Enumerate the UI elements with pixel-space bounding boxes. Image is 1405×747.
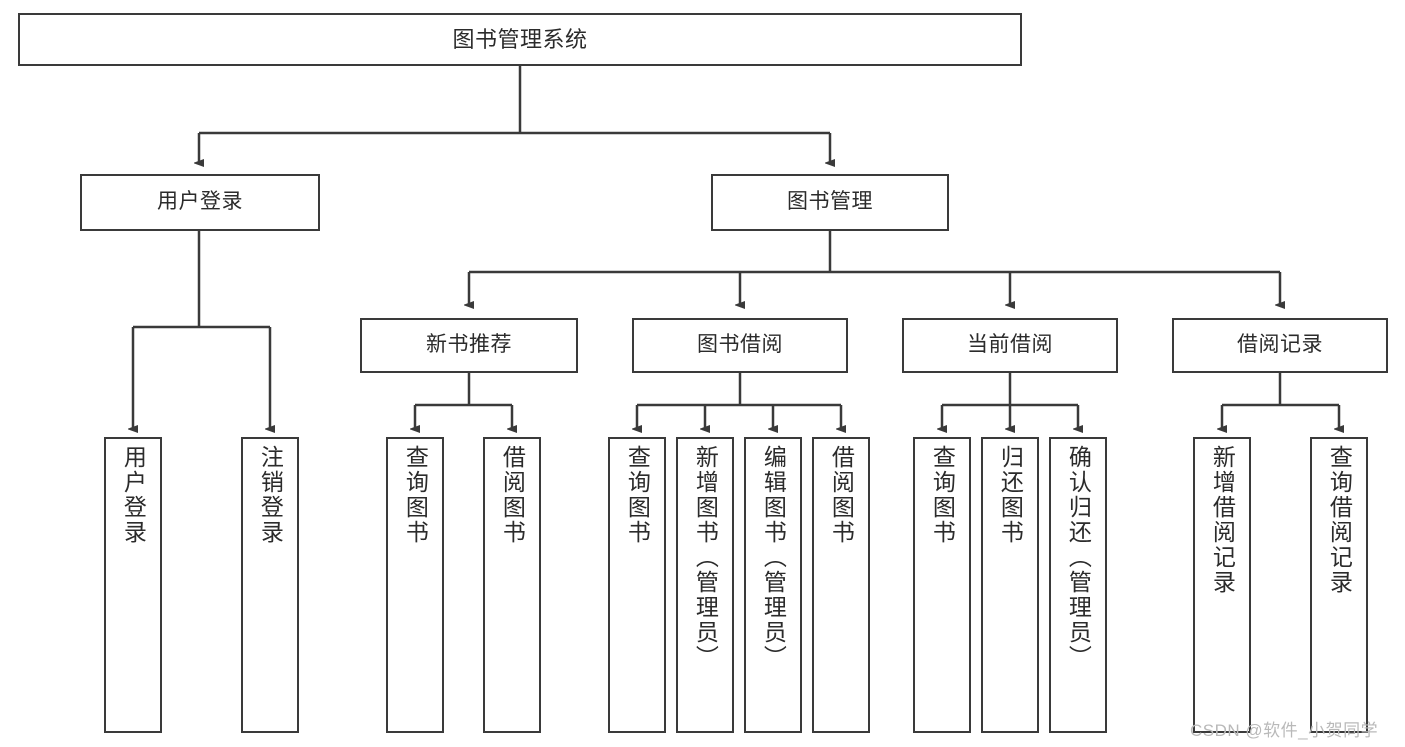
node-leaf-add-record[interactable]: 新增借阅记录 <box>1193 437 1251 733</box>
node-leaf-user-logout-label: 注销登录 <box>257 445 284 545</box>
node-leaf-query-record-label: 查询借阅记录 <box>1326 445 1353 595</box>
node-current-borrow-label: 当前借阅 <box>967 333 1053 357</box>
node-leaf-borrow-book-1[interactable]: 借阅图书 <box>483 437 541 733</box>
node-leaf-borrow-book-2[interactable]: 借阅图书 <box>812 437 870 733</box>
csdn-watermark: CSDN @软件_小贺同学 <box>1190 721 1379 740</box>
node-leaf-borrow-book-2-label: 借阅图书 <box>828 445 855 545</box>
node-leaf-edit-book-label: 编辑图书（管理员） <box>760 445 787 670</box>
node-book-borrow-label: 图书借阅 <box>697 333 783 357</box>
node-leaf-user-login[interactable]: 用户登录 <box>104 437 162 733</box>
node-leaf-query-record[interactable]: 查询借阅记录 <box>1310 437 1368 733</box>
node-leaf-return-book[interactable]: 归还图书 <box>981 437 1039 733</box>
node-borrow-record[interactable]: 借阅记录 <box>1172 318 1388 373</box>
node-leaf-return-book-label: 归还图书 <box>997 445 1024 545</box>
node-leaf-query-book-1-label: 查询图书 <box>402 445 429 545</box>
node-new-book-recommend-label: 新书推荐 <box>426 333 512 357</box>
node-leaf-add-book-label: 新增图书（管理员） <box>692 445 719 670</box>
node-leaf-query-book-2[interactable]: 查询图书 <box>608 437 666 733</box>
node-leaf-query-book-1[interactable]: 查询图书 <box>386 437 444 733</box>
node-leaf-add-book[interactable]: 新增图书（管理员） <box>676 437 734 733</box>
node-user-login[interactable]: 用户登录 <box>80 174 320 231</box>
node-leaf-query-book-3[interactable]: 查询图书 <box>913 437 971 733</box>
node-leaf-borrow-book-1-label: 借阅图书 <box>499 445 526 545</box>
node-leaf-user-logout[interactable]: 注销登录 <box>241 437 299 733</box>
node-current-borrow[interactable]: 当前借阅 <box>902 318 1118 373</box>
node-book-manage-label: 图书管理 <box>787 190 873 214</box>
node-borrow-record-label: 借阅记录 <box>1237 333 1323 357</box>
node-root[interactable]: 图书管理系统 <box>18 13 1022 66</box>
node-leaf-add-record-label: 新增借阅记录 <box>1209 445 1236 595</box>
node-leaf-edit-book[interactable]: 编辑图书（管理员） <box>744 437 802 733</box>
node-leaf-confirm-return-label: 确认归还（管理员） <box>1065 445 1092 670</box>
node-user-login-label: 用户登录 <box>157 190 243 214</box>
node-leaf-query-book-3-label: 查询图书 <box>929 445 956 545</box>
node-new-book-recommend[interactable]: 新书推荐 <box>360 318 578 373</box>
node-leaf-user-login-label: 用户登录 <box>120 445 147 545</box>
node-book-manage[interactable]: 图书管理 <box>711 174 949 231</box>
node-leaf-confirm-return[interactable]: 确认归还（管理员） <box>1049 437 1107 733</box>
node-root-label: 图书管理系统 <box>452 26 588 52</box>
node-book-borrow[interactable]: 图书借阅 <box>632 318 848 373</box>
node-leaf-query-book-2-label: 查询图书 <box>624 445 651 545</box>
